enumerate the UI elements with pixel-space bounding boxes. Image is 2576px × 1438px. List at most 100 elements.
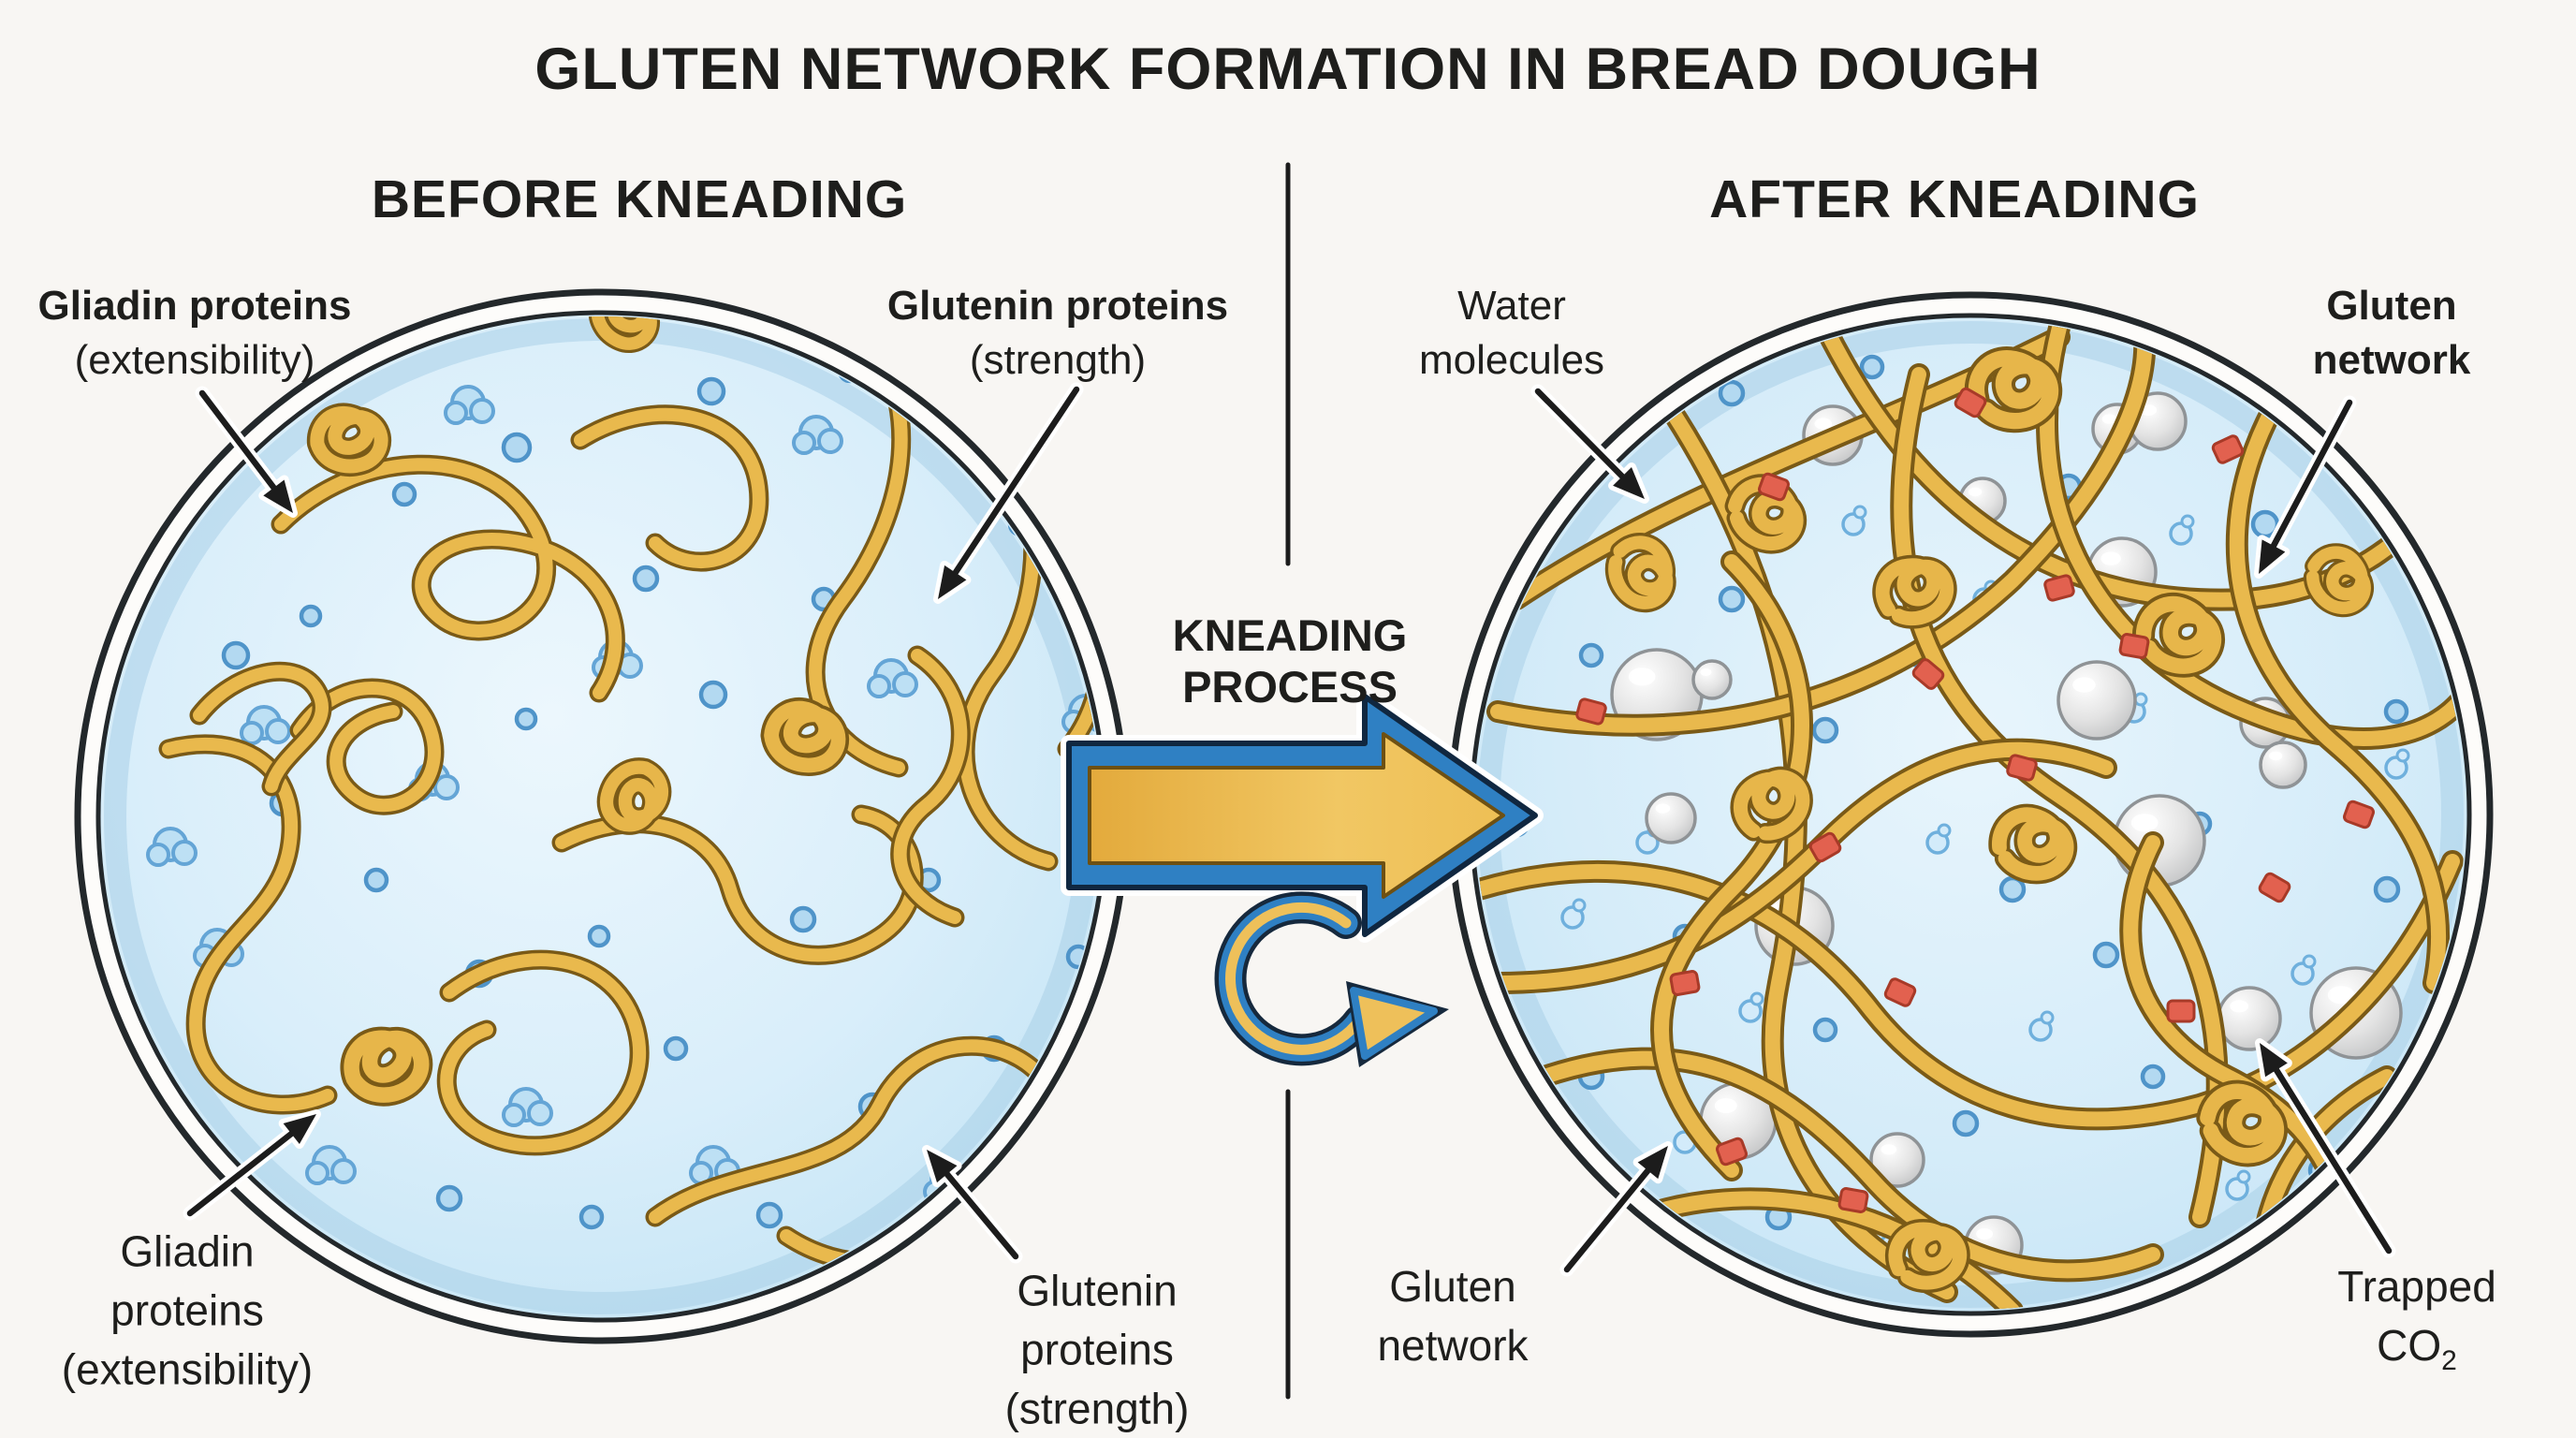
glutenin-top-arrow	[938, 565, 967, 599]
crosslink	[1837, 1187, 1869, 1213]
gluten-knot	[2303, 543, 2375, 618]
before-dough-circle	[74, 288, 1130, 1344]
water-molecule	[2291, 954, 2317, 986]
water-splotch	[305, 1145, 357, 1185]
gluten-knot	[1884, 1219, 1970, 1294]
water-dot	[391, 481, 417, 507]
water-molecule	[2384, 748, 2410, 780]
water-dot	[1718, 379, 1746, 407]
glutenin-proteins-bottom-label: Glutenin proteins (strength)	[1004, 1266, 1190, 1433]
co2-bubble	[1869, 1132, 1925, 1188]
crosslink	[1757, 472, 1791, 502]
water-splotch	[792, 415, 843, 455]
gluten-knot	[1730, 766, 1813, 844]
water-dot	[1578, 642, 1604, 668]
water-dot	[2373, 875, 2401, 903]
water-molecules-arrow	[1534, 388, 1626, 480]
water-dot	[363, 867, 389, 893]
water-dot	[1952, 1109, 1980, 1137]
water-molecule	[1560, 898, 1587, 930]
water-dot	[2383, 698, 2409, 725]
gluten-knot	[1604, 533, 1676, 613]
gluten-network-strand	[1475, 854, 2460, 1127]
glutenin-strand	[893, 649, 968, 924]
crosslink	[1575, 697, 1607, 726]
water-molecule	[2028, 1010, 2055, 1042]
water-molecule	[1925, 823, 1952, 855]
before-kneading-header: BEFORE KNEADING	[371, 169, 908, 229]
trapped-co2-arrow	[2260, 1043, 2288, 1078]
crosslink	[2166, 999, 2196, 1023]
glutenin-strand	[293, 682, 441, 813]
crosslink	[1715, 1137, 1749, 1167]
gliadin-bottom-arrow	[283, 1114, 316, 1145]
gluten-network-strand	[1631, 1191, 2020, 1310]
kneading-arrow-icon	[1061, 688, 1544, 943]
gluten-network-top-arrow	[2259, 539, 2286, 574]
gluten-network-strand	[1894, 367, 2225, 1225]
water-dot	[632, 565, 660, 593]
water-dot	[696, 376, 726, 406]
trapped-co2-arrow	[2273, 1066, 2393, 1255]
gliadin-coil	[340, 1026, 433, 1107]
gluten-network-bottom-label: Gluten network	[1377, 1262, 1529, 1370]
crosslink	[1883, 977, 1917, 1007]
glutenin-strand	[555, 808, 921, 962]
water-splotch	[146, 827, 198, 867]
gluten-knot	[1988, 803, 2078, 885]
water-molecule	[2225, 1169, 2251, 1201]
glutenin-bottom-arrow	[944, 1170, 1019, 1260]
co2-bubble	[2217, 986, 2282, 1051]
water-dot	[2140, 1064, 2166, 1090]
glutenin-proteins-top-label: Glutenin proteins (strength)	[886, 283, 1229, 383]
gliadin-coil	[596, 757, 672, 835]
glutenin-strand	[649, 1039, 1055, 1224]
gluten-network-strand	[1490, 320, 2153, 733]
crosslink	[2118, 633, 2150, 659]
water-dot	[514, 707, 538, 731]
water-dot	[1812, 1017, 1838, 1043]
crosslink	[2006, 754, 2038, 782]
water-dot	[2092, 941, 2120, 969]
gliadin-coil	[760, 697, 850, 776]
kneading-process-label: KNEADING PROCESS	[1172, 610, 1408, 712]
water-molecule	[1738, 991, 1764, 1023]
water-dot	[435, 1184, 463, 1212]
gliadin-coil	[306, 403, 392, 477]
glutenin-strand	[574, 407, 766, 568]
trapped-co2-label: Trapped CO2	[2337, 1262, 2496, 1377]
water-dot	[789, 905, 817, 933]
water-dot	[578, 1204, 605, 1230]
water-molecule	[1841, 505, 1867, 536]
page-title: GLUTEN NETWORK FORMATION IN BREAD DOUGH	[534, 37, 2042, 102]
water-molecules-arrow	[1613, 466, 1645, 499]
crosslink	[1911, 658, 1945, 690]
gluten-network-bottom-arrow	[1637, 1146, 1668, 1180]
water-splotch	[240, 705, 291, 745]
glutenin-bottom-arrow	[927, 1150, 958, 1183]
gluten-knot	[2196, 1079, 2288, 1167]
water-splotch	[502, 1087, 553, 1127]
crosslink	[2258, 872, 2291, 903]
gluten-network-strand	[2040, 320, 2466, 746]
leader-arrows	[183, 382, 2396, 1277]
crosslink	[1669, 970, 1701, 996]
water-dot	[1811, 716, 1839, 744]
co2-bubble	[2259, 741, 2307, 789]
water-splotch	[444, 385, 495, 425]
gluten-knot	[1964, 346, 2063, 433]
gliadin-top-arrow	[263, 479, 293, 513]
gliadin-proteins-bottom-label: Gliadin proteins (extensibility)	[61, 1226, 314, 1394]
gliadin-bottom-arrow	[186, 1130, 295, 1217]
water-molecule	[2169, 514, 2195, 546]
glutenin-strand	[440, 953, 647, 1152]
gluten-network-strand	[1654, 554, 1809, 1178]
water-dot	[299, 604, 323, 628]
after-kneading-header: AFTER KNEADING	[1709, 169, 2200, 229]
water-splotch	[867, 658, 918, 698]
crosslink	[2043, 574, 2075, 602]
gluten-knot	[1872, 554, 1957, 629]
glutenin-top-arrow	[952, 386, 1080, 576]
